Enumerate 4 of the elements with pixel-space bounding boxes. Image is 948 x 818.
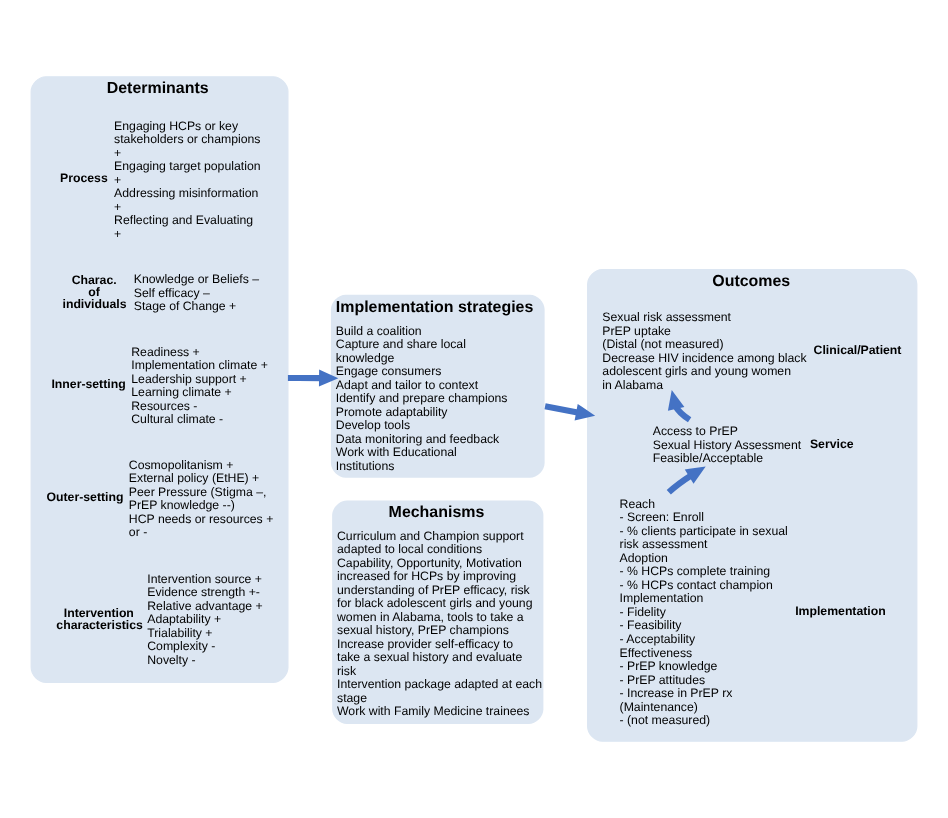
arrow — [287, 369, 339, 387]
arrow — [544, 403, 596, 421]
arrow — [667, 390, 692, 423]
arrow — [666, 466, 706, 495]
